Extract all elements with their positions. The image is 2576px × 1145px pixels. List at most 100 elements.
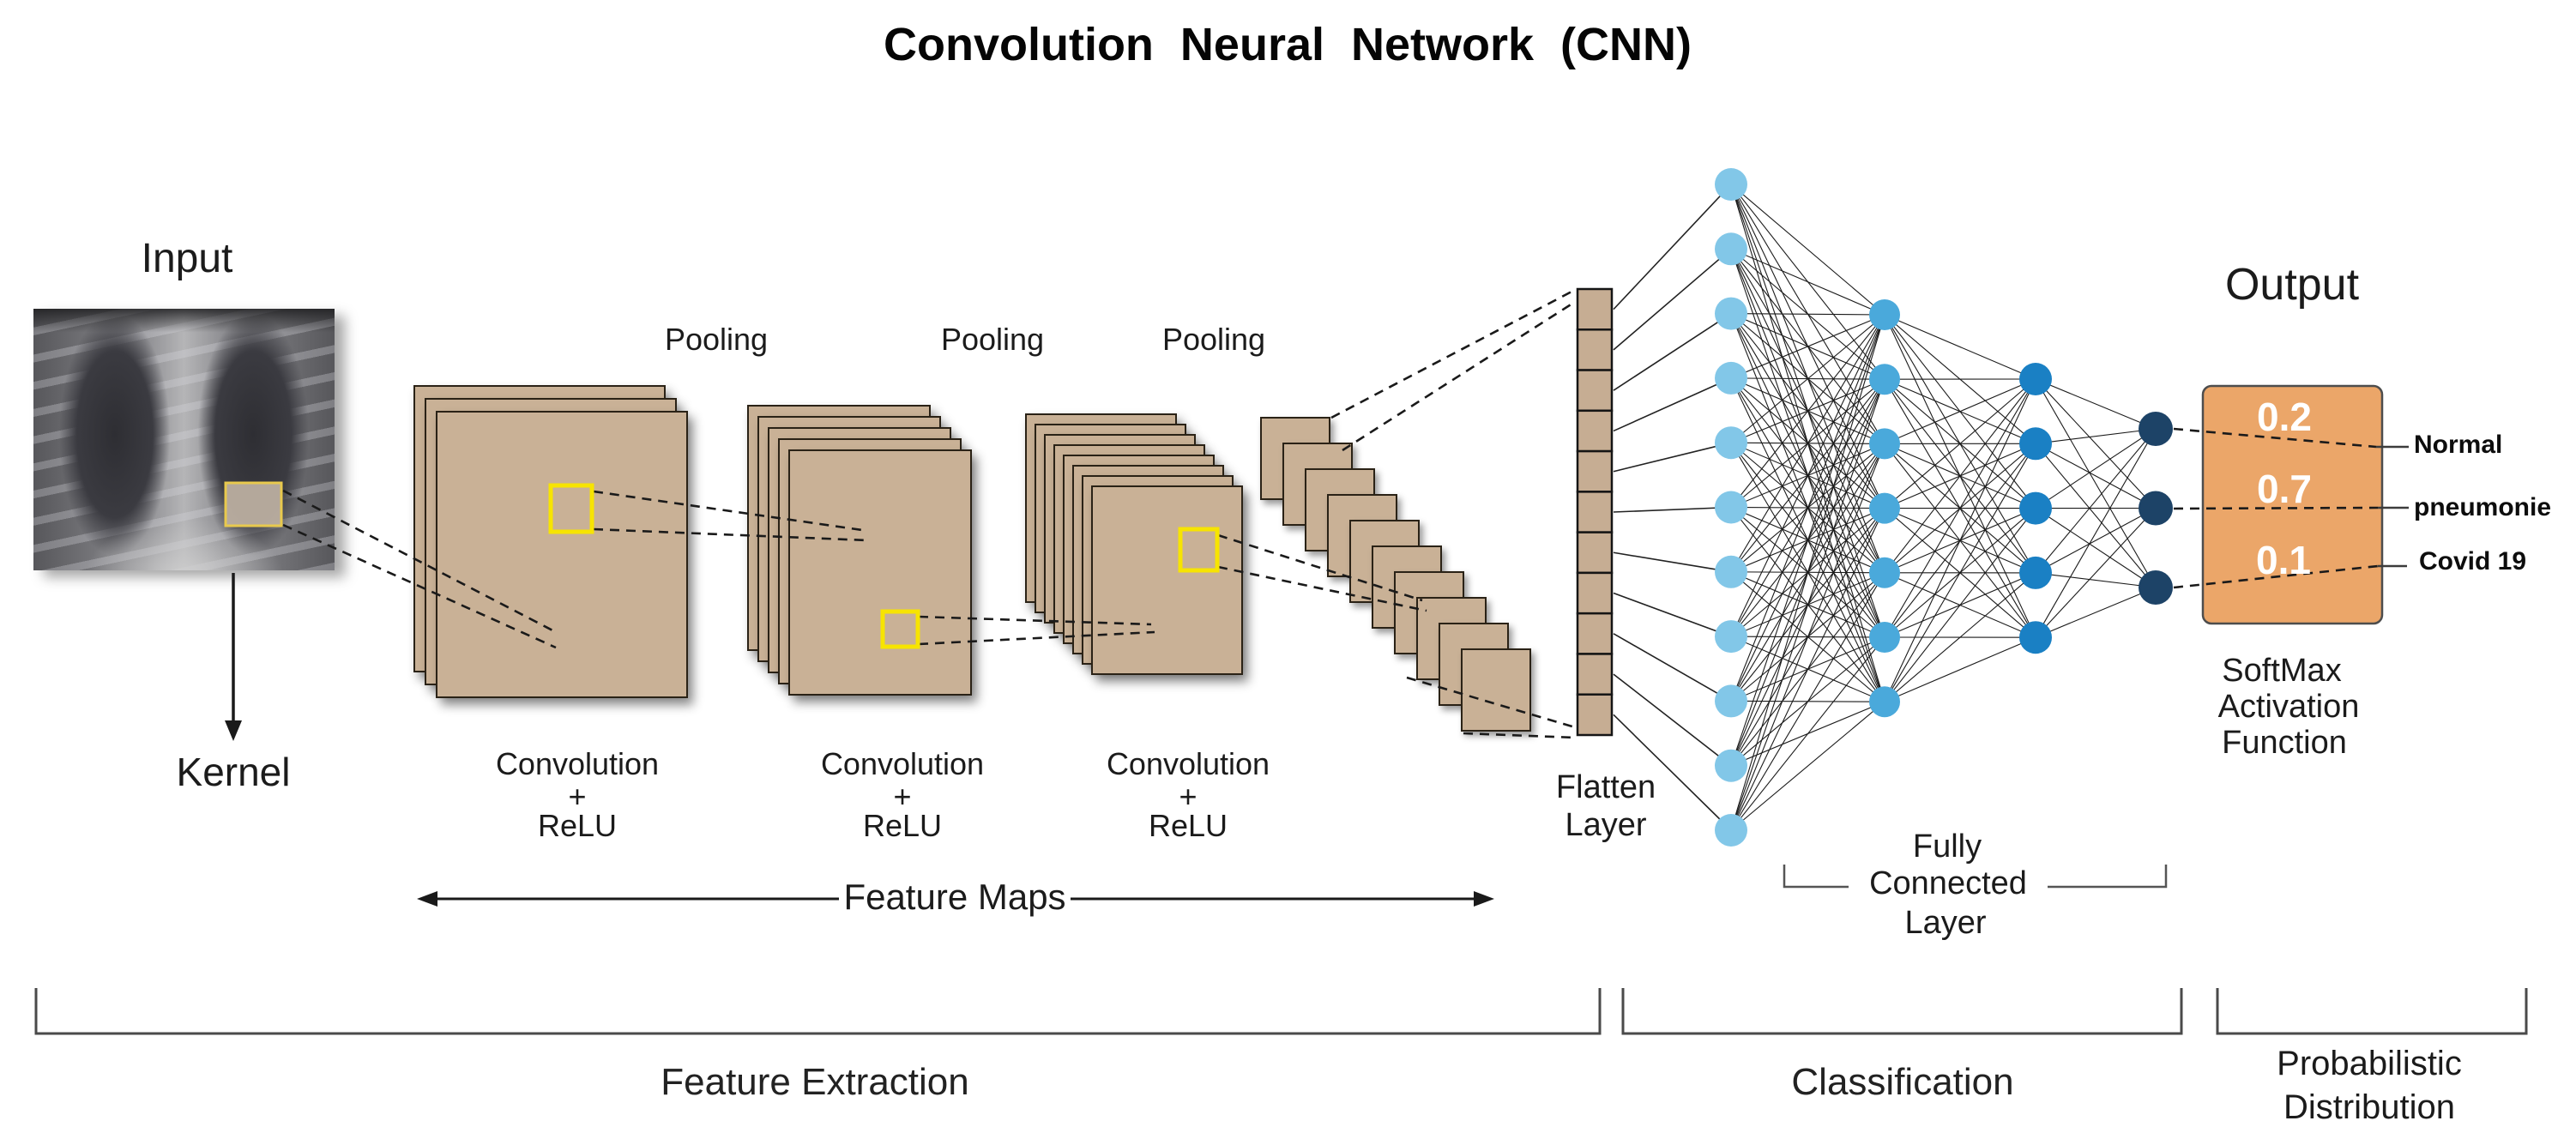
flatten-edge — [1613, 184, 1732, 310]
neuron-node-dense-2 — [1869, 622, 1900, 653]
mesh-edge — [2035, 443, 2157, 509]
class-label-covid: Covid 19 — [2419, 547, 2527, 576]
class-label-normal: Normal — [2414, 431, 2503, 459]
mesh-edge — [1730, 184, 1885, 316]
softmax-label-line3: Function — [2222, 725, 2347, 761]
flatten-edge — [1613, 377, 1732, 432]
dashed-connector — [1463, 732, 1576, 739]
fully-connected-label-line1: Fully — [1912, 829, 1982, 865]
flatten-edge — [1613, 673, 1732, 767]
dashed-connector — [1406, 676, 1576, 729]
neuron-node-dense-2 — [1869, 364, 1900, 395]
mesh-edge — [1730, 314, 1885, 573]
neuron-node-dense-1 — [1715, 232, 1747, 266]
dashed-connector — [2173, 506, 2379, 510]
mesh-edge — [2035, 443, 2157, 588]
neuron-node-dense-3 — [2019, 556, 2052, 589]
dashed-connector — [918, 630, 1155, 646]
conv-relu-label-2-line2: + — [893, 779, 912, 814]
mesh-edge — [2035, 572, 2157, 588]
dashed-connector — [282, 523, 557, 649]
kernel-label: Kernel — [176, 750, 291, 794]
neuron-node-dense-1 — [1715, 555, 1747, 588]
flatten-cell — [1576, 491, 1614, 533]
mesh-edge — [2035, 587, 2157, 638]
flatten-cell — [1576, 409, 1614, 453]
kernel-box-feature-map — [548, 483, 594, 534]
conv-relu-label-1-line2: + — [568, 779, 587, 814]
softmax-label-line1: SoftMax — [2222, 653, 2342, 689]
mesh-edge — [2035, 508, 2157, 638]
feature-extraction-bracket-label: Feature Extraction — [661, 1061, 969, 1103]
flatten-edge — [1613, 248, 1732, 351]
neuron-node-dense-1 — [1715, 684, 1747, 718]
class-label-pneumonie: pneumonie — [2414, 493, 2552, 521]
kernel-box-feature-map — [1178, 527, 1220, 573]
softmax-label-line2: Activation — [2217, 689, 2360, 725]
conv-relu-label-1-line3: ReLU — [537, 808, 618, 843]
flatten-edge — [1613, 592, 1732, 637]
mesh-edge — [1730, 572, 1885, 831]
mesh-edge — [1884, 636, 2036, 702]
flatten-edge — [1613, 442, 1732, 473]
neuron-node-dense-1 — [1715, 361, 1747, 395]
mesh-edge — [1730, 248, 1885, 316]
mesh-edge — [1884, 378, 2036, 574]
mesh-edge — [1730, 314, 1885, 508]
pooling-label-3: Pooling — [1161, 322, 1266, 357]
mesh-edge — [1730, 314, 1885, 831]
mesh-edge — [1884, 443, 2036, 702]
dashed-connector — [1330, 288, 1576, 419]
fully-connected-bracket — [1783, 865, 1849, 889]
neuron-node-dense-1 — [1715, 168, 1747, 201]
mesh-edge — [2035, 508, 2157, 574]
classification-bracket-label: Classification — [1791, 1061, 2014, 1103]
flatten-cell — [1576, 531, 1614, 575]
mesh-edge — [1730, 314, 1885, 702]
prediction-value-covid: 0.1 — [2256, 538, 2311, 582]
dashed-connector — [1217, 565, 1427, 612]
mesh-edge — [1730, 508, 1885, 831]
flatten-cell — [1576, 449, 1614, 493]
neuron-node-dense-2 — [1869, 686, 1900, 718]
mesh-edge — [1884, 378, 2036, 702]
neuron-node-dense-1 — [1715, 620, 1747, 654]
pooled-map-sheet — [1461, 648, 1531, 732]
prediction-value-pneumonie: 0.7 — [2257, 467, 2312, 511]
conv-relu-label-3-line2: + — [1179, 779, 1198, 814]
mesh-edge — [1884, 378, 2036, 638]
feature-maps-label: Feature Maps — [843, 877, 1066, 917]
neuron-node-dense-2 — [1869, 492, 1900, 524]
classification-bracket — [1621, 988, 2183, 1035]
feature-maps-arrow-head-right — [1474, 891, 1494, 907]
mesh-edge — [1730, 379, 1885, 831]
neuron-node-output-neurons — [2139, 570, 2173, 605]
conv-relu-label-3-line3: ReLU — [1148, 808, 1228, 843]
prediction-value-normal: 0.2 — [2257, 395, 2312, 439]
fully-connected-label-line2: Connected — [1869, 865, 2027, 901]
chest-xray-image — [33, 309, 335, 570]
fully-connected-label-line3: Layer — [1904, 905, 1987, 941]
mesh-edge — [1730, 314, 1885, 637]
flatten-edge — [1613, 633, 1732, 702]
flatten-label-line1: Flatten — [1555, 769, 1656, 805]
conv-relu-label-1-line1: Convolution — [495, 746, 660, 781]
mesh-edge — [1730, 314, 1885, 766]
mesh-edge — [2035, 378, 2157, 588]
flatten-edge — [1613, 506, 1732, 513]
mesh-edge — [1730, 636, 1885, 831]
dashed-connector — [918, 615, 1152, 626]
neuron-node-dense-2 — [1869, 428, 1900, 460]
feature-maps-arrow-head-left — [417, 891, 437, 907]
mesh-edge — [2035, 428, 2157, 638]
mesh-edge — [1884, 508, 2036, 702]
flatten-cell — [1576, 369, 1614, 413]
neuron-node-dense-3 — [2019, 363, 2052, 395]
neuron-node-dense-3 — [2019, 491, 2052, 525]
flatten-edge — [1613, 714, 1732, 831]
neuron-node-dense-1 — [1715, 749, 1747, 782]
dashed-connector — [2173, 427, 2377, 449]
input-label: Input — [141, 236, 233, 281]
flatten-cell — [1576, 287, 1614, 331]
